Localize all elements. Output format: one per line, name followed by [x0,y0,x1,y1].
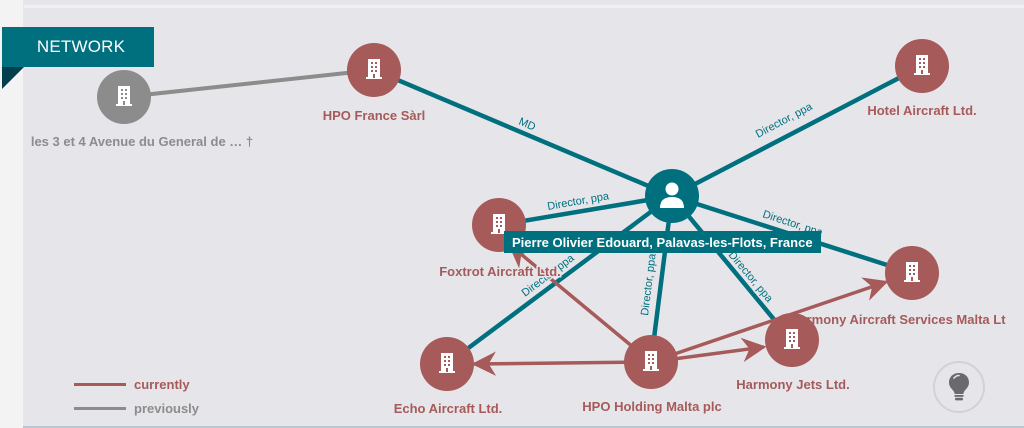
edge-previously-addr-hpo-france[interactable] [123,68,375,99]
node-harmony-services[interactable]: Harmony Aircraft Services Malta Lt [789,246,1008,329]
lightbulb-icon [949,373,969,401]
person-name: Pierre Olivier Edouard, Palavas-les-Flot… [512,234,813,250]
node-harmony-jets[interactable]: Harmony Jets Ltd. [735,313,851,394]
legend-label-currently: currently [134,376,190,392]
edge-director-hpo-holding[interactable] [648,195,675,363]
building-icon [643,351,659,371]
person-name-tooltip: Pierre Olivier Edouard, Palavas-les-Flot… [504,231,821,253]
edge-current-holding-foxtrot[interactable] [508,243,653,364]
legend: currently previously [74,372,199,420]
edge-director-harmony-jets[interactable] [670,194,793,342]
building-icon [914,55,930,75]
node-addr[interactable]: les 3 et 4 Avenue du General de … † [29,70,255,151]
edge-current-holding-harmony-services[interactable] [650,277,889,364]
node-foxtrot[interactable]: Foxtrot Aircraft Ltd. [438,198,562,281]
node-label-hpo-france: HPO France Sàrl [323,108,426,123]
panel-top-divider [24,5,1024,8]
edge-current-holding-echo[interactable] [471,351,652,377]
node-hpo-holding[interactable]: HPO Holding Malta plc [581,335,723,416]
network-title-ribbon: NETWORK [2,27,154,67]
node-label-harmony-jets: Harmony Jets Ltd. [736,377,849,392]
legend-swatch-previously [74,406,126,410]
building-icon [116,86,132,106]
edge-label-hotel: Director, ppa [754,100,815,140]
building-icon [366,59,382,79]
person-icon [660,182,684,208]
building-icon [439,353,455,373]
building-icon [784,329,800,349]
edge-md-hpo-france[interactable] [373,67,673,199]
node-label-addr: les 3 et 4 Avenue du General de … † [31,134,253,149]
legend-swatch-currently [74,382,126,386]
edge-label-harmony-jets: Director, ppa [726,249,776,305]
edge-director-hotel[interactable] [670,64,924,198]
network-title: NETWORK [36,37,126,56]
ribbon-fold [2,67,24,89]
legend-item-currently: currently [74,372,199,396]
node-label-harmony-services: Harmony Aircraft Services Malta Lt [790,312,1006,327]
node-label-hotel: Hotel Aircraft Ltd. [867,103,976,118]
hint-button[interactable] [933,361,985,413]
node-hpo-france[interactable]: HPO France Sàrl [321,43,427,125]
node-center-person[interactable] [645,169,699,223]
node-hotel[interactable]: Hotel Aircraft Ltd. [866,39,978,120]
edge-director-echo[interactable] [445,194,674,366]
node-label-foxtrot: Foxtrot Aircraft Ltd. [439,264,561,279]
node-label-hpo-holding: HPO Holding Malta plc [582,399,721,414]
legend-label-previously: previously [134,400,200,416]
node-label-echo: Echo Aircraft Ltd. [394,401,503,416]
node-echo[interactable]: Echo Aircraft Ltd. [392,337,504,418]
building-icon [904,262,920,282]
edge-director-foxtrot[interactable] [498,193,673,228]
legend-item-previously: previously [74,396,199,420]
